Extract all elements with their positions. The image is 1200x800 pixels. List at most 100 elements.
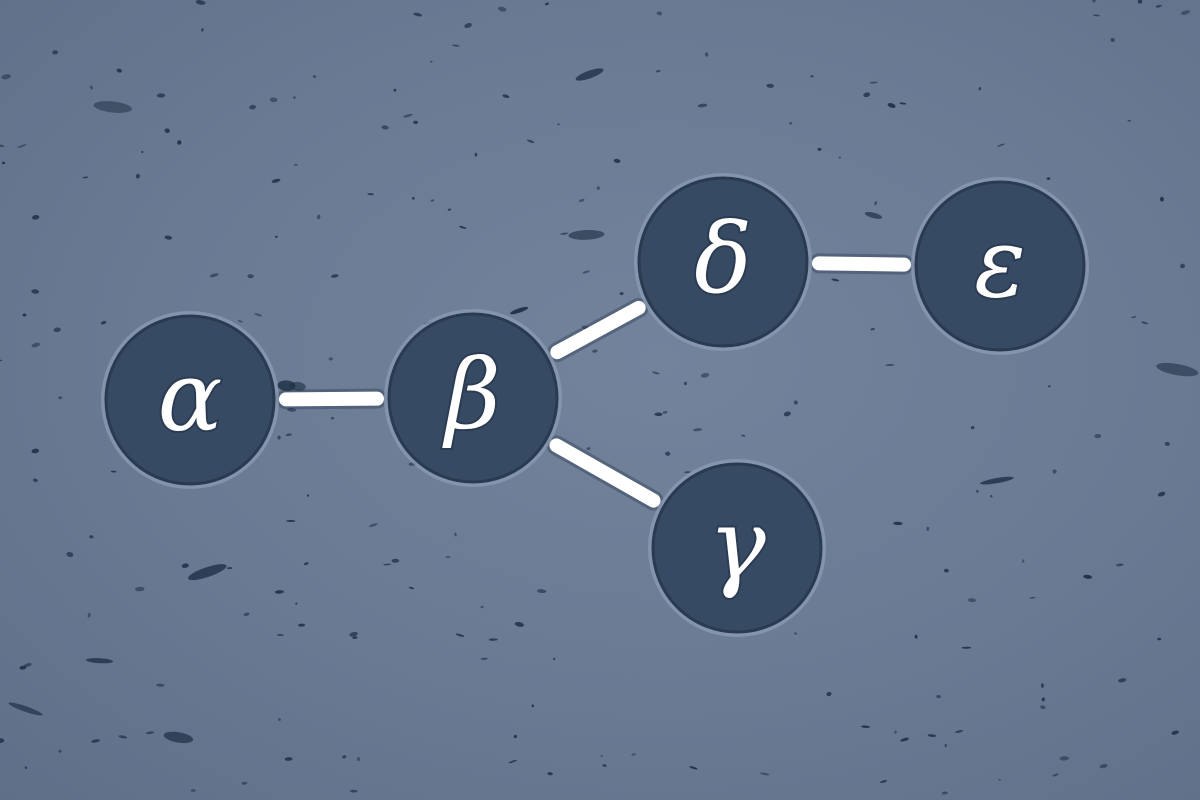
speckle <box>156 93 166 98</box>
speckle <box>652 371 660 375</box>
speckle <box>793 400 798 405</box>
speckle <box>412 196 415 200</box>
speckle <box>393 88 397 92</box>
speckle <box>978 87 982 91</box>
speckle <box>1141 321 1149 325</box>
node-label-epsilon: ε <box>974 207 1026 319</box>
speckle <box>237 320 243 323</box>
speckle <box>8 702 43 716</box>
speckle <box>1159 196 1164 202</box>
node-label-delta: δ <box>694 203 752 315</box>
speckle <box>1127 119 1132 122</box>
speckle <box>552 657 556 661</box>
speckle <box>243 612 250 617</box>
speckle <box>141 150 144 154</box>
speckle <box>303 562 309 566</box>
speckle <box>864 211 883 219</box>
speckle <box>665 451 671 456</box>
speckle <box>32 215 40 220</box>
speckle <box>861 725 870 728</box>
node-circle <box>651 462 823 634</box>
speckle <box>118 735 128 739</box>
edge-beta-delta <box>550 300 646 360</box>
speckle <box>86 658 114 664</box>
speckle <box>1046 177 1051 180</box>
speckle <box>413 12 423 17</box>
speckle <box>1116 563 1124 567</box>
speckle <box>381 125 389 130</box>
speckle <box>926 526 930 531</box>
speckle <box>52 50 58 55</box>
speckle <box>700 373 710 378</box>
speckle <box>330 274 339 278</box>
speckle <box>831 278 840 282</box>
speckle <box>181 563 189 568</box>
speckle <box>87 612 91 618</box>
speckle <box>269 97 278 103</box>
speckle <box>1052 773 1059 777</box>
speckle <box>547 772 553 776</box>
speckle <box>1155 4 1162 8</box>
node-circle <box>104 314 276 486</box>
speckle <box>58 749 62 753</box>
speckle <box>689 766 698 770</box>
speckle <box>654 412 663 417</box>
speckle <box>367 193 374 196</box>
speckle <box>619 292 624 296</box>
speckle <box>838 156 841 159</box>
edge-beta-gamma <box>549 438 661 508</box>
speckle <box>247 274 254 279</box>
speckle <box>1118 678 1127 683</box>
speckle <box>430 60 433 63</box>
speckle <box>445 555 451 559</box>
speckle <box>936 694 942 699</box>
speckle <box>741 434 746 437</box>
speckle <box>177 140 182 145</box>
speckle <box>277 718 281 721</box>
speckle <box>793 632 798 635</box>
speckle <box>557 123 560 126</box>
speckle <box>544 2 550 6</box>
speckle <box>976 489 979 493</box>
speckle <box>0 144 5 147</box>
speckle <box>293 96 296 99</box>
speckle <box>514 621 525 627</box>
speckle <box>760 772 770 776</box>
speckle <box>656 11 663 16</box>
speckle <box>870 327 875 331</box>
speckle <box>164 128 170 134</box>
speckle <box>31 342 41 348</box>
speckle <box>352 636 358 639</box>
speckle <box>295 602 298 605</box>
speckle <box>368 523 378 527</box>
speckle <box>226 567 233 570</box>
speckle <box>1157 637 1162 641</box>
speckle <box>116 68 122 73</box>
speckle <box>944 568 949 573</box>
speckle <box>1156 362 1199 377</box>
node-beta: β <box>384 309 562 487</box>
speckle <box>277 435 281 440</box>
speckle <box>526 139 535 144</box>
speckle <box>600 755 603 757</box>
speckle <box>317 214 321 220</box>
speckle <box>692 428 703 432</box>
speckle <box>274 235 278 238</box>
speckle <box>53 327 61 333</box>
speckle <box>826 691 832 697</box>
node-circle <box>914 180 1086 352</box>
speckle <box>413 120 418 125</box>
speckle <box>156 683 165 687</box>
speckle <box>24 766 28 769</box>
node-gamma: γ <box>648 459 826 637</box>
speckle <box>1 74 12 80</box>
speckle <box>980 476 1014 485</box>
speckle <box>195 0 206 5</box>
speckle <box>869 81 878 84</box>
speckle <box>602 764 607 767</box>
speckle <box>328 357 333 361</box>
speckle <box>1092 0 1096 3</box>
speckle <box>100 320 107 325</box>
